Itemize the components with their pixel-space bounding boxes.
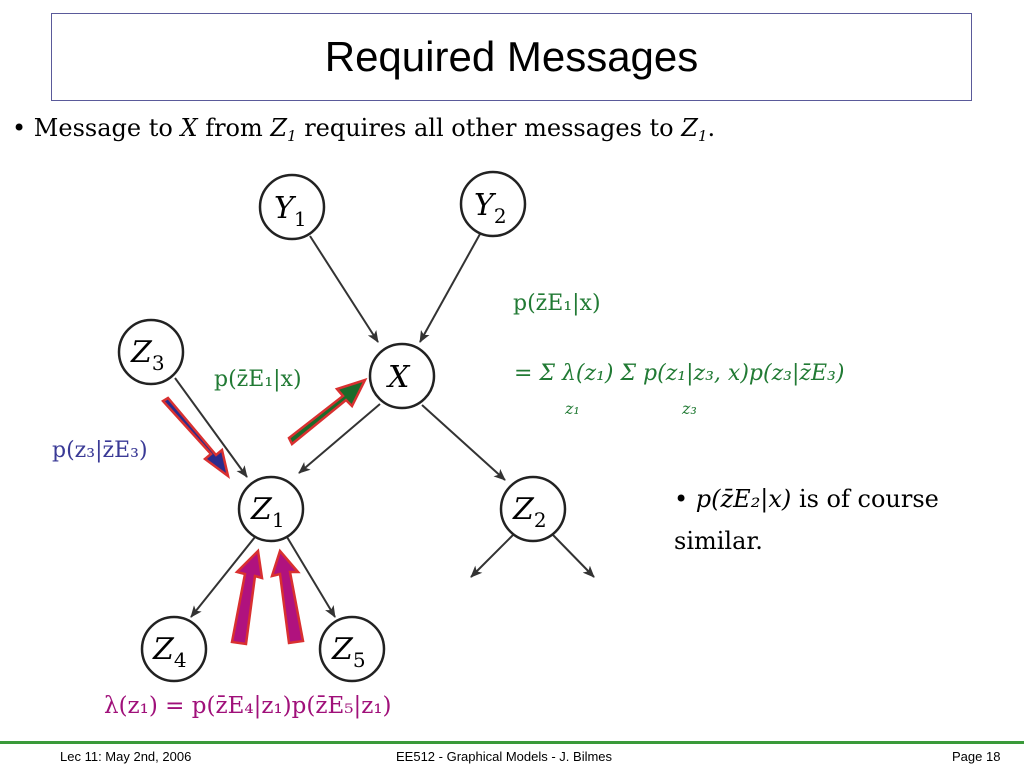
note-bullet: • xyxy=(674,485,689,513)
node-y2-sub: 2 xyxy=(494,204,507,228)
node-z3: Z3 xyxy=(117,318,185,386)
edge-z1-z5 xyxy=(286,536,336,618)
edge-z1-z4 xyxy=(190,536,256,618)
edge-z3-z1 xyxy=(174,377,248,478)
slide-title: Required Messages xyxy=(324,33,699,80)
svg-text:Z2: Z2 xyxy=(512,492,547,532)
bullet-z1b-main: Z xyxy=(681,114,698,142)
node-x-main: X xyxy=(386,360,411,395)
node-y1-sub: 1 xyxy=(294,207,307,231)
node-z5: Z5 xyxy=(318,615,386,683)
magenta-message-arrow-left xyxy=(230,548,264,646)
note-math: p(z̄E₂|x) xyxy=(695,485,792,513)
blue-message-arrow xyxy=(161,396,230,480)
node-z3-main: Z xyxy=(130,335,153,370)
node-z4-main: Z xyxy=(152,632,175,667)
node-y1: Y1 xyxy=(258,173,326,241)
blue-message-label: p(z₃|z̄E₃) xyxy=(52,438,148,463)
svg-text:Z1: Z1 xyxy=(250,492,285,532)
sum1-index: z₁ xyxy=(564,399,580,418)
svg-text:Z5: Z5 xyxy=(331,632,366,672)
node-z4: Z4 xyxy=(140,615,208,683)
edge-z2-out-left xyxy=(470,534,514,578)
node-z2-sub: 2 xyxy=(534,508,547,532)
edge-x-z2 xyxy=(421,404,506,481)
magenta-message-arrow-right xyxy=(270,548,305,645)
node-z2: Z2 xyxy=(499,475,567,543)
similarity-note: • p(z̄E₂|x) is of course similar. xyxy=(674,478,984,562)
svg-text:Z3: Z3 xyxy=(130,335,165,375)
node-z1: Z1 xyxy=(237,475,305,543)
bullet-end: . xyxy=(707,114,716,142)
node-z5-sub: 5 xyxy=(353,648,366,672)
bullet-var-z1: Z1 xyxy=(270,114,297,146)
green-message-label: p(z̄E₁|x) xyxy=(214,367,302,392)
edge-z2-out-right xyxy=(552,534,595,578)
graph-edges xyxy=(174,233,595,618)
bullet-var-x: X xyxy=(180,114,198,142)
svg-text:Y1: Y1 xyxy=(274,191,307,231)
footer-right: Page 18 xyxy=(952,749,1001,764)
bullet-z1-sub: 1 xyxy=(287,127,297,146)
note-text: is of course similar. xyxy=(674,485,939,555)
bullet-symbol: • xyxy=(12,114,27,142)
bullet-text-2: from xyxy=(205,114,263,142)
green-message-arrow xyxy=(287,377,368,446)
footer-center: EE512 - Graphical Models - J. Bilmes xyxy=(396,749,613,764)
edge-x-z1 xyxy=(298,403,381,474)
bullet-text-3: requires all other messages to xyxy=(304,114,674,142)
node-x: X xyxy=(368,342,436,410)
sum2-index: z₃ xyxy=(681,399,697,418)
node-z2-main: Z xyxy=(512,492,535,527)
node-z5-main: Z xyxy=(331,632,354,667)
bullet-message-text: • Message to X from Z1 requires all othe… xyxy=(12,114,715,145)
title-box: Required Messages xyxy=(51,13,972,101)
node-z1-sub: 1 xyxy=(272,508,285,532)
bullet-text-1: Message to xyxy=(33,114,173,142)
node-z4-sub: 4 xyxy=(174,648,187,672)
edge-y2-x xyxy=(419,233,481,343)
bullet-z1b-sub: 1 xyxy=(697,127,708,146)
node-y1-main: Y xyxy=(274,191,297,226)
node-y2-main: Y xyxy=(474,188,497,223)
formula-rhs: = Σ λ(z₁) Σ p(z₁|z₃, x)p(z₃|z̄E₃) xyxy=(514,361,844,386)
lambda-equation: λ(z₁) = p(z̄E₄|z₁)p(z̄E₅|z₁) xyxy=(104,693,392,719)
edge-y1-x xyxy=(309,235,379,343)
formula-lhs: p(z̄E₁|x) xyxy=(513,291,601,316)
bullet-z1-main: Z xyxy=(270,114,288,142)
node-y2: Y2 xyxy=(459,170,527,238)
svg-text:Z4: Z4 xyxy=(152,632,187,672)
svg-text:X: X xyxy=(386,360,411,395)
bullet-var-z1b: Z1 xyxy=(681,114,708,146)
node-z1-main: Z xyxy=(250,492,273,527)
svg-text:Y2: Y2 xyxy=(474,188,507,228)
node-z3-sub: 3 xyxy=(152,351,165,375)
footer-left: Lec 11: May 2nd, 2006 xyxy=(60,749,192,764)
footer-divider xyxy=(0,741,1024,744)
